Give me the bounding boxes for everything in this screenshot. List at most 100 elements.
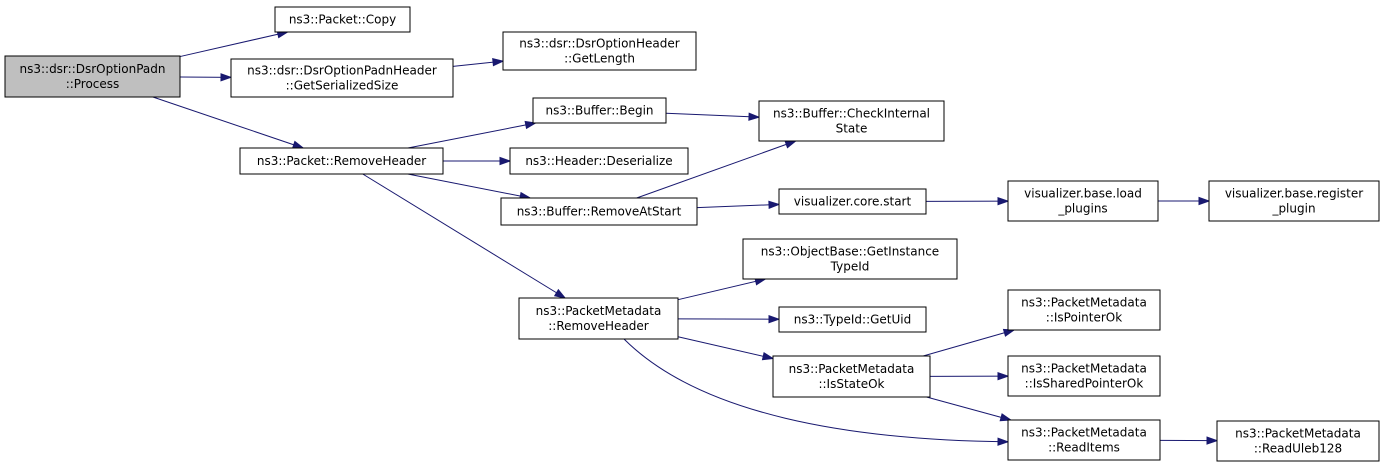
node-box[interactable] <box>532 97 667 124</box>
node-visualizer-base-register-plugin[interactable]: visualizer.base.register_plugin <box>1208 180 1380 222</box>
node-packet-metadata-is-state-ok[interactable]: ns3::PacketMetadata::IsStateOk <box>772 355 931 398</box>
node-label-line: TypeId <box>830 260 870 274</box>
edge-pkt_rh-to-deser <box>443 156 512 166</box>
node-label-line: _plugins <box>1057 202 1107 216</box>
node-box[interactable] <box>4 55 181 98</box>
node-box[interactable] <box>1007 419 1161 461</box>
node-label-line: ::RemoveHeader <box>548 319 649 333</box>
node-label-line: ns3::PacketMetadata <box>536 304 662 318</box>
node-box[interactable] <box>502 31 697 71</box>
edge-isstate-to-isshared <box>929 371 1010 381</box>
node-packet-metadata-read-items[interactable]: ns3::PacketMetadata::ReadItems <box>1007 419 1161 461</box>
node-label-line: ::GetSerializedSize <box>286 79 399 93</box>
node-box[interactable] <box>772 355 931 398</box>
node-label-line: visualizer.core.start <box>794 195 912 209</box>
node-label-line: visualizer.base.load <box>1024 187 1142 201</box>
node-box[interactable] <box>742 238 958 280</box>
node-buffer-remove-at-start[interactable]: ns3::Buffer::RemoveAtStart <box>500 197 698 226</box>
node-box[interactable] <box>1007 180 1159 222</box>
edge-pm_rh-to-getuid <box>677 314 781 324</box>
node-box[interactable] <box>1007 289 1161 331</box>
arrow-head <box>784 140 798 149</box>
edge-process-to-getser <box>179 73 233 82</box>
arrow-head <box>492 58 505 67</box>
edge-readitems-to-readuleb <box>1159 436 1219 445</box>
node-packet-metadata-is-pointer-ok[interactable]: ns3::PacketMetadata::IsPointerOk <box>1007 289 1161 331</box>
node-label-line: ::IsPointerOk <box>1046 311 1122 325</box>
node-label-line: ns3::Buffer::Begin <box>545 104 653 118</box>
node-label-line: ::Process <box>66 77 120 91</box>
arrow-head <box>499 156 512 166</box>
node-label-line: visualizer.base.register <box>1225 187 1363 201</box>
node-label-line: ns3::ObjectBase::GetInstance <box>761 245 939 259</box>
arrow-head <box>761 352 775 361</box>
node-label-line: ns3::Buffer::RemoveAtStart <box>517 205 682 219</box>
arrow-head <box>748 112 761 121</box>
node-label-line: State <box>836 122 868 136</box>
node-label-line: ns3::Packet::RemoveHeader <box>257 154 426 168</box>
node-box[interactable] <box>778 188 927 215</box>
edge-pkt_rh-to-ras <box>407 173 532 201</box>
node-type-id-get-uid[interactable]: ns3::TypeId::GetUid <box>778 306 927 333</box>
node-label-line: ::ReadUleb128 <box>1254 442 1342 456</box>
node-label-line: _plugin <box>1271 202 1315 216</box>
node-buffer-begin[interactable]: ns3::Buffer::Begin <box>532 97 667 124</box>
arrow-head <box>997 371 1010 381</box>
node-box[interactable] <box>1216 420 1380 462</box>
arrow-head <box>1198 196 1211 206</box>
node-label-line: ns3::Packet::Copy <box>289 13 396 27</box>
node-label-line: ns3::PacketMetadata <box>789 362 915 376</box>
edge-pm_rh-to-gitid <box>677 277 767 301</box>
edge-pm_rh-to-readitems <box>623 338 1010 446</box>
node-dsr-option-padn-process[interactable]: ns3::dsr::DsrOptionPadn::Process <box>4 55 181 98</box>
node-header-deserialize[interactable]: ns3::Header::Deserialize <box>509 147 689 175</box>
arrow-head <box>1206 436 1219 445</box>
node-visualizer-base-load-plugins[interactable]: visualizer.base.load_plugins <box>1007 180 1159 222</box>
node-label-line: ns3::Header::Deserialize <box>525 154 672 168</box>
node-dsr-option-padn-header-get-serialized-size[interactable]: ns3::dsr::DsrOptionPadnHeader::GetSerial… <box>230 58 454 98</box>
node-label-line: ns3::dsr::DsrOptionPadnHeader <box>247 64 437 78</box>
node-box[interactable] <box>758 100 945 142</box>
node-dsr-option-header-get-length[interactable]: ns3::dsr::DsrOptionHeader::GetLength <box>502 31 697 71</box>
arrow-head <box>220 73 233 82</box>
edge-isstate-to-isptr <box>923 328 1016 357</box>
node-label-line: ::GetLength <box>564 52 635 66</box>
node-packet-metadata-read-uleb128[interactable]: ns3::PacketMetadata::ReadUleb128 <box>1216 420 1380 462</box>
node-label-line: ::ReadItems <box>1048 441 1120 455</box>
arrow-head <box>997 196 1010 206</box>
node-label-line: ns3::TypeId::GetUid <box>794 313 912 327</box>
node-box[interactable] <box>230 58 454 98</box>
edge-pkt_rh-to-pm_rh <box>362 173 567 299</box>
node-label-line: ns3::dsr::DsrOptionPadn <box>19 62 165 76</box>
node-visualizer-core-start[interactable]: visualizer.core.start <box>778 188 927 215</box>
node-box[interactable] <box>274 6 411 33</box>
node-packet-metadata-is-shared-pointer-ok[interactable]: ns3::PacketMetadata::IsSharedPointerOk <box>1007 355 1161 397</box>
node-box[interactable] <box>239 147 444 175</box>
edge-getser-to-getlen <box>452 58 505 67</box>
edges-layer <box>152 30 1219 446</box>
node-label-line: ::IsSharedPointerOk <box>1025 377 1144 391</box>
node-packet-copy[interactable]: ns3::Packet::Copy <box>274 6 411 33</box>
node-box[interactable] <box>1007 355 1161 397</box>
node-label-line: ns3::dsr::DsrOptionHeader <box>519 37 679 51</box>
node-packet-metadata-remove-header[interactable]: ns3::PacketMetadata::RemoveHeader <box>518 297 679 340</box>
node-box[interactable] <box>509 147 689 175</box>
arrow-head <box>768 314 781 324</box>
edge-vblp-to-vbrp <box>1158 196 1211 206</box>
node-label-line: ::IsStateOk <box>818 377 884 391</box>
node-box[interactable] <box>1208 180 1380 222</box>
edge-process-to-pkt_rh <box>152 96 305 149</box>
node-box[interactable] <box>500 197 698 226</box>
arrow-head <box>997 437 1010 446</box>
arrow-head <box>553 288 567 299</box>
edge-ras-to-vcs <box>696 200 781 210</box>
node-packet-remove-header[interactable]: ns3::Packet::RemoveHeader <box>239 147 444 175</box>
node-label-line: ns3::PacketMetadata <box>1021 426 1147 440</box>
node-box[interactable] <box>778 306 927 333</box>
node-label-line: ns3::PacketMetadata <box>1021 362 1147 376</box>
node-box[interactable] <box>518 297 679 340</box>
edge-vcs-to-vblp <box>925 196 1010 206</box>
